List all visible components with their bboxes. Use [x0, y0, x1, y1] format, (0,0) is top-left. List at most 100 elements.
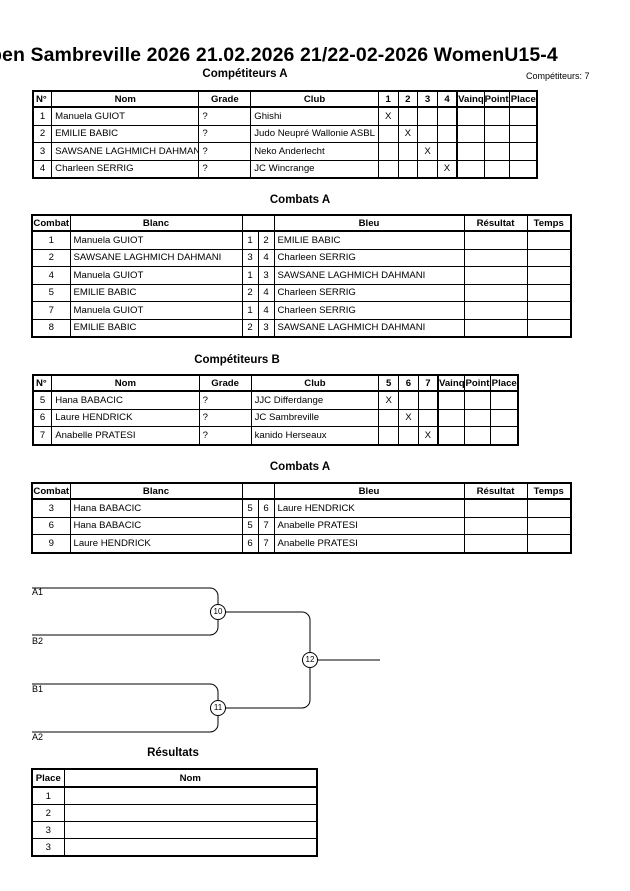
- blue-fighter: Laure HENDRICK: [273, 498, 465, 518]
- result-place: 1: [31, 786, 65, 805]
- col-match-1: 1: [377, 90, 399, 108]
- col-combat: Combat: [31, 482, 71, 500]
- col-num: N°: [32, 90, 53, 108]
- col-white: Blanc: [69, 214, 243, 232]
- table-row: 7 Anabelle PRATESI ? kanido Herseaux X: [32, 426, 519, 445]
- blue-fighter: Anabelle PRATESI: [273, 516, 465, 535]
- col-name: Nom: [51, 90, 200, 108]
- match-cell: X: [397, 124, 419, 143]
- pool-b-title: Compétiteurs B: [194, 354, 280, 366]
- white-fighter: Hana BABACIC: [69, 498, 243, 518]
- table-row: 6 Hana BABACIC 5 7 Anabelle PRATESI: [31, 516, 572, 535]
- competitor-name: Charleen SERRIG: [51, 159, 200, 179]
- white-fighter: SAWSANE LAGHMICH DAHMANI: [69, 248, 243, 267]
- combat-number: 9: [31, 534, 71, 553]
- match-cell: [378, 408, 400, 427]
- result-name: [63, 786, 318, 805]
- col-spacer: [241, 214, 275, 232]
- match-cell: [398, 390, 419, 410]
- bracket-node-final: 12: [302, 652, 318, 668]
- white-num: 2: [241, 318, 259, 338]
- result-cell: [463, 248, 528, 267]
- bracket-label-b2: B2: [32, 636, 44, 646]
- match-cell: [397, 106, 419, 126]
- match-cell: [417, 408, 439, 427]
- table-row: 8 EMILIE BABIC 2 3 SAWSANE LAGHMICH DAHM…: [31, 318, 572, 338]
- competitor-num: 3: [32, 142, 53, 161]
- blue-fighter: Charleen SERRIG: [273, 248, 465, 267]
- winners-cell: [436, 390, 466, 410]
- place-cell: [509, 106, 538, 126]
- place-cell: [490, 408, 519, 427]
- results-header: Place Nom: [31, 768, 318, 788]
- white-fighter: Manuela GUIOT: [69, 230, 243, 250]
- table-row: 5 EMILIE BABIC 2 4 Charleen SERRIG: [31, 283, 572, 302]
- match-cell: [377, 142, 399, 161]
- time-cell: [526, 266, 572, 285]
- pool-b-header: N° Nom Grade Club 5 6 7 Vainqueurs Point…: [32, 374, 519, 392]
- table-row: 1 Manuela GUIOT ? Ghishi X: [32, 106, 538, 126]
- white-num: 5: [241, 516, 259, 535]
- match-cell: [436, 124, 458, 143]
- competitor-name: Anabelle PRATESI: [51, 426, 200, 445]
- result-cell: [463, 301, 528, 320]
- bracket-label-a1: A1: [32, 587, 44, 597]
- col-points: Points: [483, 90, 511, 108]
- pool-a-title: Compétiteurs A: [202, 68, 288, 80]
- bracket-label-a2: A2: [32, 732, 44, 742]
- col-match-2: 2: [397, 90, 419, 108]
- col-place: Place: [509, 90, 538, 108]
- time-cell: [526, 498, 572, 518]
- match-cell: [398, 426, 419, 445]
- competitor-num: 1: [32, 106, 53, 126]
- table-row: 1: [31, 786, 318, 805]
- place-cell: [490, 426, 519, 445]
- competitor-club: Neko Anderlecht: [250, 142, 379, 161]
- table-row: 2 SAWSANE LAGHMICH DAHMANI 3 4 Charleen …: [31, 248, 572, 267]
- result-cell: [463, 230, 528, 250]
- blue-num: 7: [257, 516, 275, 535]
- points-cell: [464, 390, 492, 410]
- time-cell: [526, 534, 572, 553]
- result-name: [63, 838, 318, 857]
- combats-a-table: Combat Blanc Bleu Résultat Temps 1 Manue…: [31, 214, 572, 338]
- match-cell: [377, 124, 399, 143]
- result-name: [63, 821, 318, 839]
- time-cell: [526, 318, 572, 338]
- combats-b-title: Combats A: [269, 461, 331, 473]
- white-fighter: EMILIE BABIC: [69, 318, 243, 338]
- col-num: N°: [32, 374, 53, 392]
- col-match-7: 7: [417, 374, 439, 392]
- competitor-grade: ?: [198, 426, 252, 445]
- match-cell: X: [417, 426, 439, 445]
- match-cell: X: [378, 390, 400, 410]
- competitor-grade: ?: [198, 390, 252, 410]
- table-row: 5 Hana BABACIC ? JJC Differdange X: [32, 390, 519, 410]
- result-cell: [463, 318, 528, 338]
- place-cell: [509, 159, 538, 179]
- col-match-3: 3: [417, 90, 438, 108]
- white-num: 1: [241, 266, 259, 285]
- col-points: Points: [464, 374, 492, 392]
- match-cell: [377, 159, 399, 179]
- points-cell: [464, 426, 492, 445]
- col-blue: Bleu: [273, 214, 465, 232]
- table-row: 9 Laure HENDRICK 6 7 Anabelle PRATESI: [31, 534, 572, 553]
- time-cell: [526, 301, 572, 320]
- competitor-num: 2: [32, 124, 53, 143]
- time-cell: [526, 516, 572, 535]
- points-cell: [483, 142, 511, 161]
- table-row: 7 Manuela GUIOT 1 4 Charleen SERRIG: [31, 301, 572, 320]
- col-result: Résultat: [463, 214, 528, 232]
- col-match-5: 5: [378, 374, 400, 392]
- competitor-grade: ?: [198, 159, 252, 179]
- blue-num: 3: [257, 266, 275, 285]
- blue-num: 4: [257, 248, 275, 267]
- combats-a-header: Combat Blanc Bleu Résultat Temps: [31, 214, 572, 232]
- result-name: [63, 804, 318, 822]
- result-cell: [463, 534, 528, 553]
- page-title: pen Sambreville 2026 21.02.2026 21/22-02…: [0, 44, 558, 66]
- match-cell: X: [417, 142, 438, 161]
- white-fighter: Hana BABACIC: [69, 516, 243, 535]
- blue-num: 6: [257, 498, 275, 518]
